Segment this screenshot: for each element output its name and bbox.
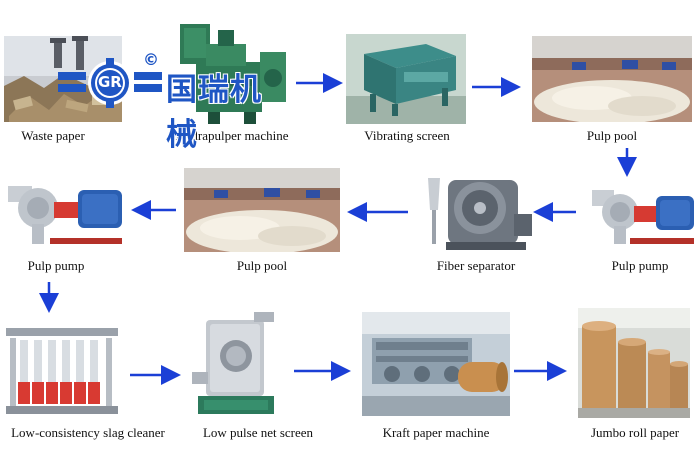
- waste-paper-label: Waste paper: [21, 128, 85, 143]
- logo-mark-icon: [58, 58, 162, 108]
- brand-logo: GR © 国瑞机械: [58, 50, 290, 153]
- copyright-symbol: ©: [143, 50, 159, 69]
- pulp-pump-1-image: [592, 190, 694, 244]
- pulp-pool-1-image: [532, 36, 692, 122]
- fiber-separator-image: [428, 178, 532, 250]
- fiber-separator-label: Fiber separator: [436, 258, 516, 273]
- kraft-paper-machine-image: [362, 312, 510, 416]
- slag-cleaner-label: Low-consistency slag cleaner: [11, 425, 165, 440]
- pulp-pump-2-image: [8, 186, 122, 244]
- jumbo-roll-paper-label: Jumbo roll paper: [590, 425, 680, 440]
- jumbo-roll-paper-image: [578, 308, 690, 418]
- pulp-pool-2-image: [184, 168, 340, 252]
- kraft-paper-machine-label: Kraft paper machine: [382, 425, 490, 440]
- low-pulse-net-screen-label: Low pulse net screen: [202, 425, 314, 440]
- hydrapulper-machine-label: Hydrapulper machine: [175, 128, 289, 143]
- hydrapulper-machine-image: [180, 24, 286, 124]
- vibrating-screen-label: Vibrating screen: [364, 128, 450, 143]
- logo-mark-text: GR: [98, 73, 122, 91]
- pulp-pool-1-label: Pulp pool: [586, 128, 638, 143]
- low-pulse-net-screen-image: [192, 312, 274, 414]
- pulp-pump-2-label: Pulp pump: [27, 258, 85, 273]
- slag-cleaner-image: [6, 328, 118, 414]
- logo-text: 国瑞机械: [166, 72, 262, 153]
- pulp-pool-2-label: Pulp pool: [236, 258, 288, 273]
- pulp-pump-1-label: Pulp pump: [611, 258, 669, 273]
- vibrating-screen-image: [346, 34, 466, 124]
- waste-paper-image: [4, 36, 122, 122]
